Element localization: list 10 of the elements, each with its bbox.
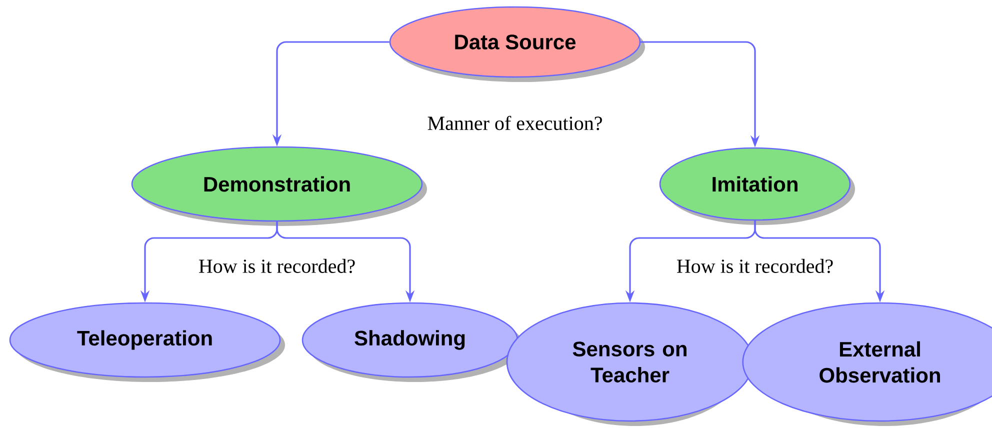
question-label: How is it recorded? [675, 258, 835, 274]
ellipse-node: Teleoperation [9, 302, 285, 382]
ellipse-node: Demonstration [131, 146, 427, 226]
ellipse-node: External Observation [742, 302, 992, 426]
ellipse-node: Imitation [659, 147, 856, 225]
ellipse-node: Data Source [389, 6, 645, 82]
ellipse-node: Sensors on Teacher [506, 302, 754, 426]
question-label: Manner of execution? [426, 114, 604, 132]
question-label: How is it recorded? [197, 258, 357, 274]
ellipse-node: Shadowing [302, 302, 522, 382]
